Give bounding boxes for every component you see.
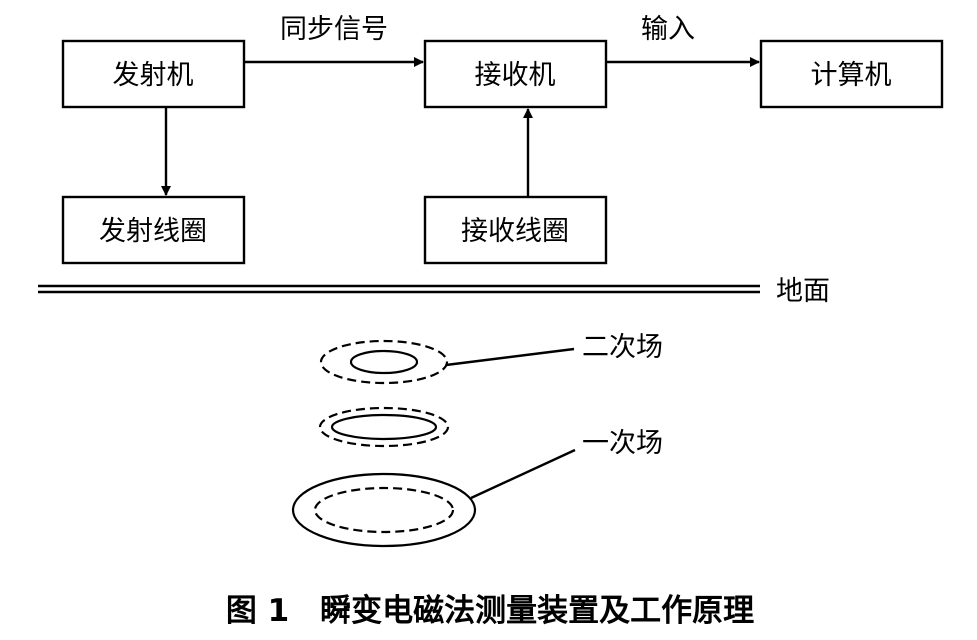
primary-field-label: 一次场: [582, 428, 663, 459]
transmitter-node: 发射机: [61, 39, 246, 109]
secondary-field-label: 二次场: [582, 332, 663, 363]
figure-caption: 图 1 瞬变电磁法测量装置及工作原理: [226, 593, 754, 629]
receiver-label: 接收机: [475, 60, 556, 91]
computer-node: 计算机: [759, 39, 944, 109]
receiver-node: 接收机: [423, 39, 608, 109]
secondary-field-top: [319, 339, 449, 385]
receive-coil-node: 接收线圈: [423, 195, 608, 265]
transmit-coil-node: 发射线圈: [61, 195, 246, 265]
secondary-field-leader: [445, 347, 575, 367]
primary-field-leader: [470, 448, 576, 500]
receive-coil-label: 接收线圈: [461, 216, 569, 247]
primary-field: [291, 472, 477, 548]
sync-signal-label: 同步信号: [280, 14, 388, 45]
ground-label: 地面: [776, 276, 830, 307]
transmit-coil-label: 发射线圈: [99, 216, 207, 247]
computer-label: 计算机: [811, 60, 892, 91]
secondary-field-middle: [318, 406, 450, 448]
input-label: 输入: [641, 14, 695, 45]
transmitter-label: 发射机: [113, 60, 194, 91]
